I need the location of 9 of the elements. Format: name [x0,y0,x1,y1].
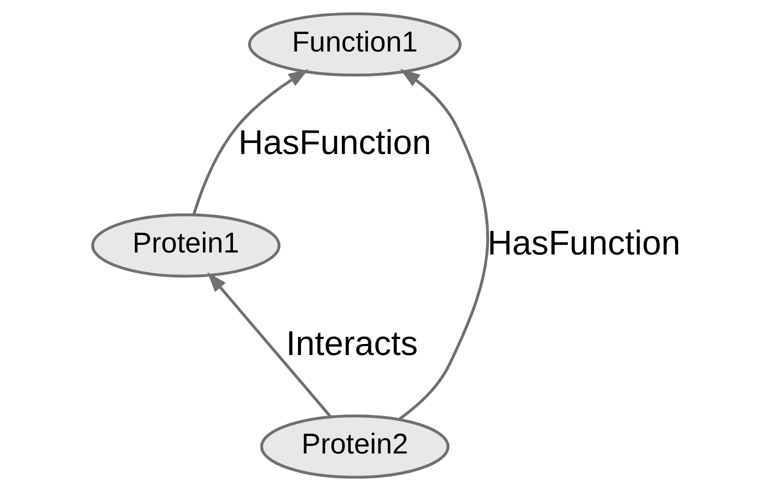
edge-label: HasFunction [238,124,432,162]
edge-label: Interacts [286,324,418,363]
arrow [207,272,332,418]
arrow [192,69,309,216]
edge-label: HasFunction [487,224,680,262]
node-ellipse: Protein2 [260,414,450,479]
arrow [398,68,489,421]
node-ellipse: Function1 [248,12,462,77]
node-ellipse: Protein1 [91,213,281,278]
